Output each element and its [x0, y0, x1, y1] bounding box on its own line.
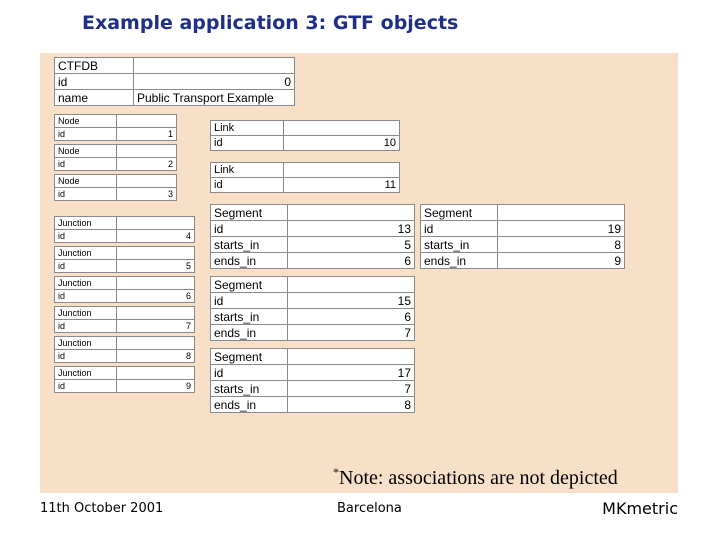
segment-id-label: id [210, 292, 288, 309]
ctfdb-id-label: id [54, 73, 134, 90]
segment-ends-label: ends_in [210, 252, 288, 269]
segment-type: Segment [210, 348, 288, 365]
segment-starts-label: starts_in [420, 236, 498, 253]
junction-type: Junction [54, 306, 117, 320]
segment-ends-label: ends_in [210, 396, 288, 413]
node-id-label: id [54, 157, 117, 171]
segment-starts-value: 5 [287, 236, 415, 253]
junction-type: Junction [54, 336, 117, 350]
junction-id-value: 6 [116, 289, 195, 303]
link-type: Link [210, 162, 284, 178]
junction-type: Junction [54, 276, 117, 290]
footer-brand: MKmetric [602, 499, 678, 518]
node-type: Node [54, 174, 117, 188]
junction-type: Junction [54, 366, 117, 380]
junction-id-value: 9 [116, 379, 195, 393]
segment-ends-label: ends_in [210, 324, 288, 341]
segment-ends-value: 8 [287, 396, 415, 413]
link-type: Link [210, 120, 284, 136]
node-id-value: 2 [116, 157, 177, 171]
segment-starts-value: 8 [497, 236, 625, 253]
segment-ends-value: 7 [287, 324, 415, 341]
note-text: Note: associations are not depicted [339, 467, 618, 489]
footer-place: Barcelona [337, 501, 402, 516]
segment-starts-label: starts_in [210, 236, 288, 253]
ctfdb-name-value: Public Transport Example [133, 89, 295, 106]
footer-date: 11th October 2001 [40, 501, 164, 516]
link-id-value: 10 [283, 135, 400, 151]
node-id-label: id [54, 187, 117, 201]
segment-starts-label: starts_in [210, 380, 288, 397]
node-id-value: 1 [116, 127, 177, 141]
segment-id-value: 15 [287, 292, 415, 309]
segment-ends-value: 9 [497, 252, 625, 269]
junction-id-label: id [54, 259, 117, 273]
junction-id-value: 8 [116, 349, 195, 363]
junction-id-label: id [54, 379, 117, 393]
segment-id-value: 19 [497, 220, 625, 237]
segment-ends-value: 6 [287, 252, 415, 269]
segment-starts-value: 7 [287, 380, 415, 397]
junction-id-value: 7 [116, 319, 195, 333]
link-id-label: id [210, 135, 284, 151]
segment-id-label: id [420, 220, 498, 237]
associations-note: *Note: associations are not depicted [333, 465, 618, 490]
segment-starts-label: starts_in [210, 308, 288, 325]
ctfdb-header: CTFDB [54, 57, 134, 74]
slide-title: Example application 3: GTF objects [82, 12, 459, 34]
segment-id-value: 17 [287, 364, 415, 381]
segment-starts-value: 6 [287, 308, 415, 325]
junction-id-label: id [54, 229, 117, 243]
ctfdb-name-label: name [54, 89, 134, 106]
junction-id-value: 5 [116, 259, 195, 273]
link-id-label: id [210, 177, 284, 193]
junction-id-label: id [54, 349, 117, 363]
segment-type: Segment [210, 276, 288, 293]
junction-id-label: id [54, 289, 117, 303]
node-type: Node [54, 144, 117, 158]
node-id-label: id [54, 127, 117, 141]
segment-type: Segment [210, 204, 288, 221]
segment-id-value: 13 [287, 220, 415, 237]
node-id-value: 3 [116, 187, 177, 201]
note-mark: * [333, 465, 339, 479]
ctfdb-id-value: 0 [133, 73, 295, 90]
segment-id-label: id [210, 220, 288, 237]
junction-id-value: 4 [116, 229, 195, 243]
segment-ends-label: ends_in [420, 252, 498, 269]
link-id-value: 11 [283, 177, 400, 193]
junction-id-label: id [54, 319, 117, 333]
node-type: Node [54, 114, 117, 128]
segment-id-label: id [210, 364, 288, 381]
segment-type: Segment [420, 204, 498, 221]
junction-type: Junction [54, 216, 117, 230]
junction-type: Junction [54, 246, 117, 260]
